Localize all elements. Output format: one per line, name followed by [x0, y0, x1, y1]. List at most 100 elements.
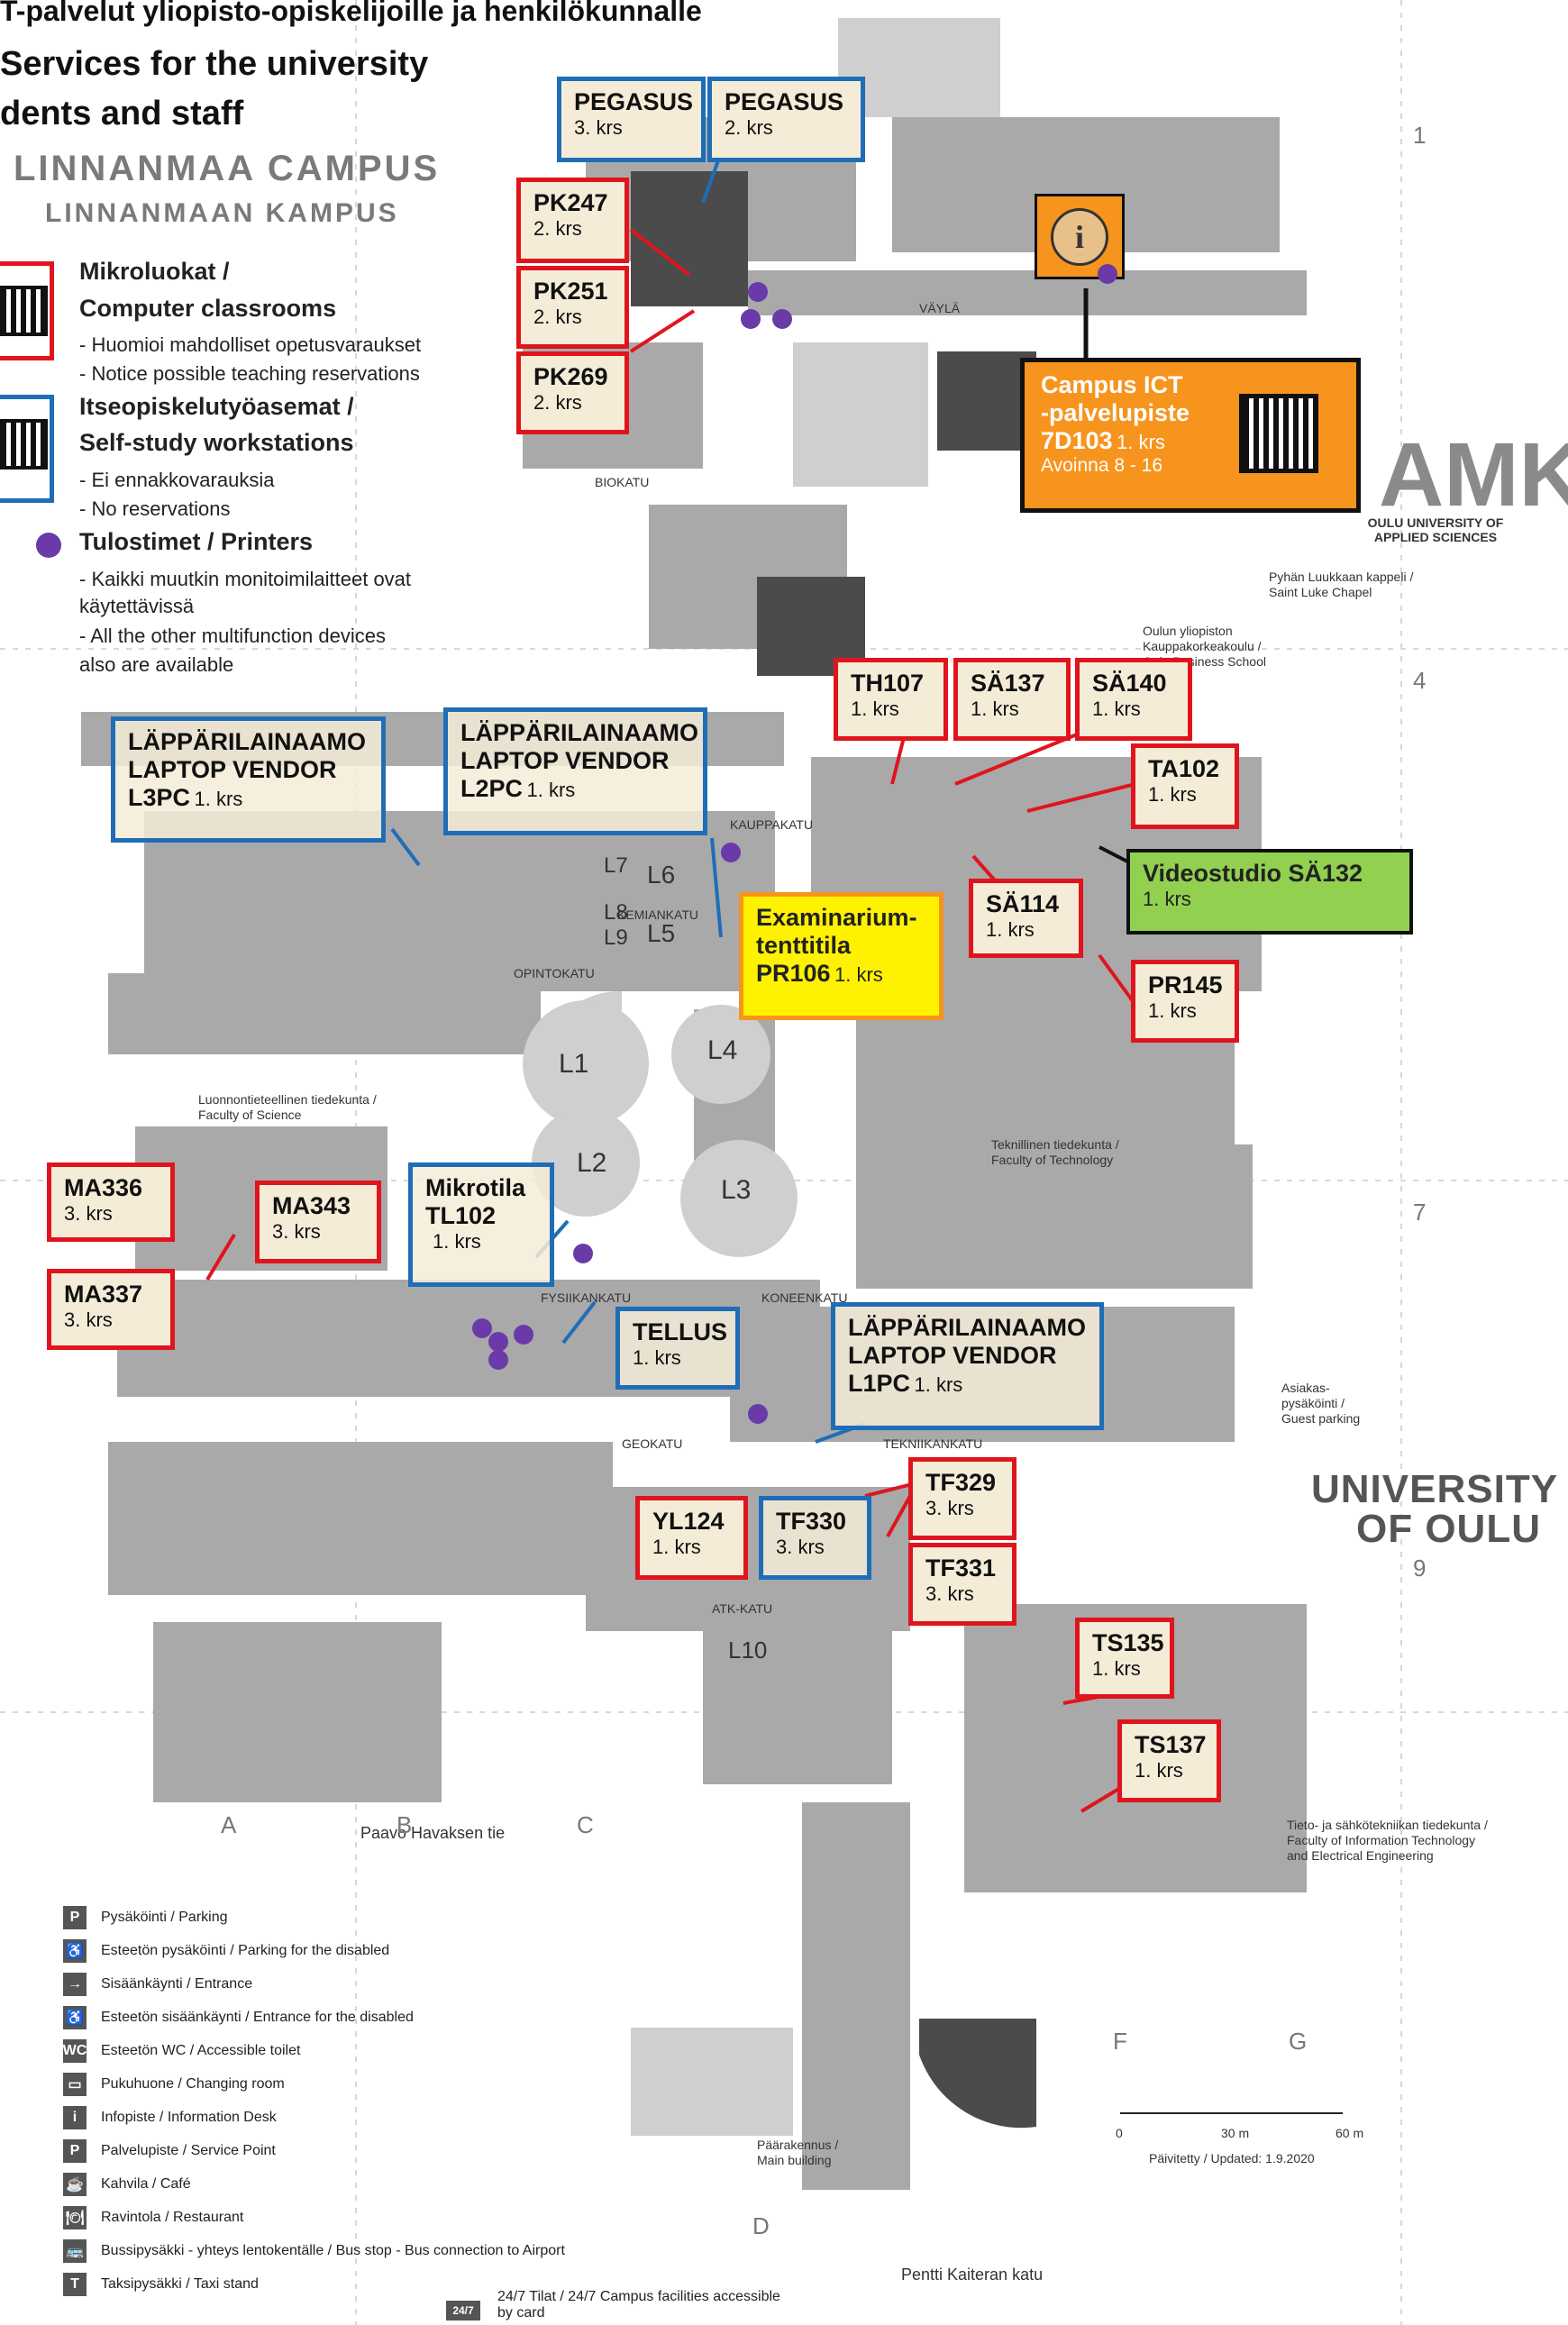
tf330-callout[interactable]: TF330 3. krs: [759, 1496, 871, 1580]
callout-floor: 3. krs: [925, 1497, 974, 1519]
sa114-callout[interactable]: SÄ114 1. krs: [969, 879, 1083, 958]
24-7-icon: 24/7: [446, 2301, 480, 2320]
printer-icon: [488, 1350, 508, 1370]
l3pc-line-1: LÄPPÄRILAINAAMO: [128, 728, 366, 755]
ma337-callout[interactable]: MA337 3. krs: [47, 1269, 175, 1350]
l1pc-line-2: LAPTOP VENDOR: [848, 1342, 1057, 1369]
svg-text:Teknillinen tiedekunta /: Teknillinen tiedekunta /: [991, 1137, 1119, 1152]
svg-text:KEMIANKATU: KEMIANKATU: [617, 907, 698, 922]
printer-icon: [772, 309, 792, 329]
svg-text:0: 0: [1116, 2126, 1123, 2140]
callout-floor: 2. krs: [725, 116, 773, 139]
pr145-callout[interactable]: PR145 1. krs: [1131, 960, 1239, 1043]
svg-text:Paavo Havaksen tie: Paavo Havaksen tie: [360, 1824, 505, 1842]
svg-text:Oulun yliopiston: Oulun yliopiston: [1143, 624, 1233, 638]
tf329-callout[interactable]: TF329 3. krs: [908, 1457, 1016, 1540]
svg-text:Asiakas-: Asiakas-: [1281, 1381, 1330, 1395]
qr-self-study[interactable]: [0, 395, 54, 503]
callout-code: PEGASUS: [725, 88, 844, 115]
callout-code: YL124: [652, 1508, 725, 1535]
callout-floor: 1. krs: [1148, 999, 1197, 1022]
legend-row-label: Taksipysäkki / Taxi stand: [101, 2276, 259, 2292]
examinarium-callout[interactable]: Examinarium- tenttitila PR106 1. krs: [739, 892, 944, 1020]
callout-floor: 1. krs: [652, 1536, 701, 1558]
uni-logo-2: OF OULU: [1356, 1507, 1541, 1551]
legend-row-label: Sisäänkäynti / Entrance: [101, 1976, 253, 1992]
exam-line-1: Examinarium-: [756, 904, 917, 931]
sa140-callout[interactable]: SÄ140 1. krs: [1075, 658, 1192, 741]
callout-code: PEGASUS: [574, 88, 694, 115]
legend-cc-en: Computer classrooms: [79, 295, 337, 322]
svg-text:L10: L10: [728, 1637, 767, 1664]
printer-icon: [514, 1325, 533, 1345]
legend-symbol-icon: WC: [63, 2039, 87, 2063]
videostudio-callout[interactable]: Videostudio SÄ132 1. krs: [1126, 849, 1413, 935]
legend-symbol-icon: ♿: [63, 2006, 87, 2029]
pk269-callout[interactable]: PK269 2. krs: [516, 351, 629, 434]
th107-callout[interactable]: TH107 1. krs: [834, 658, 948, 741]
grid-col-g: G: [1289, 2028, 1308, 2055]
pegasus-3-callout[interactable]: PEGASUS 3. krs: [557, 77, 706, 162]
svg-text:60 m: 60 m: [1336, 2126, 1363, 2140]
grid-col-c: C: [577, 1811, 594, 1838]
ts137-callout[interactable]: TS137 1. krs: [1117, 1719, 1221, 1802]
qr-ict[interactable]: [1239, 394, 1318, 473]
yl124-callout[interactable]: YL124 1. krs: [635, 1496, 748, 1580]
svg-text:Pentti Kaiteran katu: Pentti Kaiteran katu: [901, 2266, 1043, 2284]
svg-text:Kauppakorkeakoulu /: Kauppakorkeakoulu /: [1143, 639, 1262, 653]
callout-code: TELLUS: [633, 1318, 727, 1345]
tl102-line-2: TL102: [425, 1202, 497, 1229]
svg-text:Guest parking: Guest parking: [1281, 1411, 1360, 1426]
legend-row-label: Esteetön pysäköinti / Parking for the di…: [101, 1943, 390, 1958]
callout-code: MA336: [64, 1174, 143, 1201]
pk251-callout[interactable]: PK251 2. krs: [516, 266, 629, 349]
printer-icon: [1098, 264, 1117, 284]
l1pc-floor: 1. krs: [914, 1373, 963, 1396]
callout-floor: 1. krs: [1148, 783, 1197, 806]
legend-row: ♿Esteetön sisäänkäynti / Entrance for th…: [63, 2004, 414, 2031]
callout-floor: 2. krs: [533, 305, 582, 328]
tl102-callout[interactable]: Mikrotila TL102 1. krs: [408, 1162, 554, 1287]
uni-logo-1: UNIVERSITY: [1311, 1467, 1559, 1511]
laptop-l3pc-callout[interactable]: LÄPPÄRILAINAAMO LAPTOP VENDOR L3PC 1. kr…: [111, 716, 386, 843]
oamk-logo: AMK: [1379, 424, 1568, 525]
pk247-callout[interactable]: PK247 2. krs: [516, 178, 629, 263]
legend-pr-note-1: - Kaikki muutkin monitoimilaitteet ovat: [79, 568, 412, 590]
ma343-callout[interactable]: MA343 3. krs: [255, 1181, 381, 1263]
grid-row-4: 4: [1413, 667, 1427, 694]
ta102-callout[interactable]: TA102 1. krs: [1131, 743, 1239, 829]
svg-text:VÄYLÄ: VÄYLÄ: [919, 301, 961, 315]
svg-text:Faculty of Information Technol: Faculty of Information Technology: [1287, 1833, 1475, 1847]
callout-code: TS135: [1092, 1629, 1164, 1656]
pegasus-2-callout[interactable]: PEGASUS 2. krs: [707, 77, 865, 162]
svg-text:KONEENKATU: KONEENKATU: [761, 1290, 847, 1305]
svg-text:Tieto- ja sähkötekniikan tiede: Tieto- ja sähkötekniikan tiedekunta /: [1287, 1818, 1488, 1832]
campus-ict-callout[interactable]: Campus ICT -palvelupiste 7D103 1. krs Av…: [1020, 358, 1361, 513]
ma336-callout[interactable]: MA336 3. krs: [47, 1162, 175, 1242]
legend-symbol-icon: P: [63, 2139, 87, 2163]
sa137-callout[interactable]: SÄ137 1. krs: [953, 658, 1071, 741]
tellus-callout[interactable]: TELLUS 1. krs: [615, 1307, 740, 1390]
svg-text:Saint Luke Chapel: Saint Luke Chapel: [1269, 585, 1372, 599]
callout-code: SÄ114: [986, 890, 1060, 917]
laptop-l1pc-callout[interactable]: LÄPPÄRILAINAAMO LAPTOP VENDOR L1PC 1. kr…: [831, 1302, 1104, 1430]
legend-row-label: Kahvila / Café: [101, 2176, 191, 2192]
ict-line-1: Campus ICT: [1041, 371, 1183, 398]
laptop-l2pc-callout[interactable]: LÄPPÄRILAINAAMO LAPTOP VENDOR L2PC 1. kr…: [443, 707, 707, 835]
callout-code: PR145: [1148, 971, 1223, 998]
svg-text:L7: L7: [604, 853, 628, 878]
svg-text:Faculty of Technology: Faculty of Technology: [991, 1153, 1113, 1167]
svg-text:L3: L3: [721, 1175, 751, 1205]
grid-col-b: B: [397, 1811, 413, 1838]
tf331-callout[interactable]: TF331 3. krs: [908, 1543, 1016, 1626]
grid-row-7: 7: [1413, 1199, 1427, 1226]
callout-floor: 1. krs: [971, 698, 1019, 720]
printer-icon: [573, 1244, 593, 1263]
ts135-callout[interactable]: TS135 1. krs: [1075, 1618, 1174, 1699]
legend-row-label: Ravintola / Restaurant: [101, 2210, 244, 2225]
callout-floor: 1. krs: [1135, 1759, 1183, 1782]
callout-code: SÄ140: [1092, 670, 1167, 697]
qr-computer-classrooms[interactable]: [0, 261, 54, 360]
